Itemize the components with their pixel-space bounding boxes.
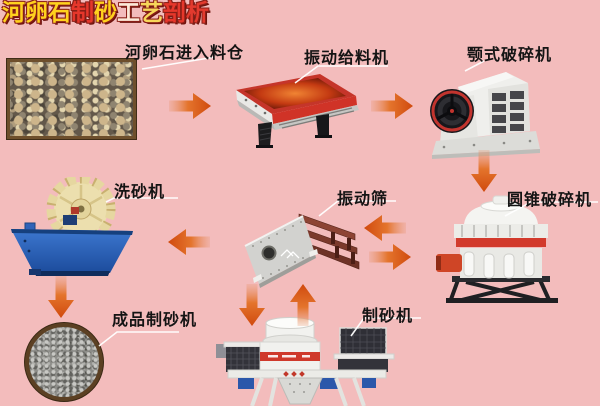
finished-sand-photo xyxy=(25,323,103,401)
callout-line-product xyxy=(98,331,179,347)
sand-maker-label: 制砂机 xyxy=(362,306,414,325)
arrow-jaw-to-cone-icon xyxy=(471,150,497,192)
arrow-pebbles-to-feeder-icon xyxy=(169,93,211,119)
washer-label: 洗砂机 xyxy=(114,182,166,201)
arrow-feeder-to-jaw-icon xyxy=(371,93,413,119)
cone-crusher-image xyxy=(436,195,558,303)
callout-line-sandmaker xyxy=(350,317,421,337)
vibrating-feeder-image xyxy=(236,74,359,148)
feed-label: 河卵石进入料仓 xyxy=(125,43,245,62)
arrow-cone-to-screen-icon xyxy=(364,215,406,241)
sand-washer-image xyxy=(11,177,133,276)
callout-line-feeder xyxy=(294,65,388,84)
sand-maker-image xyxy=(216,317,395,406)
arrow-screen-to-cone-icon xyxy=(369,244,411,270)
callout-line-cone xyxy=(504,201,598,217)
product-label: 成品制砂机 xyxy=(112,310,198,329)
callout-line-screen xyxy=(318,200,396,217)
arrow-screen-to-washer-icon xyxy=(168,229,210,255)
jaw-crusher-label: 颚式破碎机 xyxy=(467,45,553,64)
callout-line-feed xyxy=(141,56,216,70)
feeder-label: 振动给料机 xyxy=(304,48,390,67)
arrow-washer-to-product-icon xyxy=(48,276,74,318)
page-title: 河卵石制砂工艺剖析 xyxy=(2,0,209,26)
callout-line-washer xyxy=(105,197,178,203)
callout-line-jaw xyxy=(464,60,485,72)
jaw-crusher-image xyxy=(430,72,540,159)
vibrating-screen-image xyxy=(244,213,360,288)
screen-label: 振动筛 xyxy=(337,189,389,208)
river-pebbles-photo xyxy=(7,59,136,139)
cone-crusher-label: 圆锥破碎机 xyxy=(507,190,593,209)
arrow-sandmaker-to-screen-icon xyxy=(290,284,316,326)
arrow-screen-to-sandmaker-icon xyxy=(239,284,265,326)
